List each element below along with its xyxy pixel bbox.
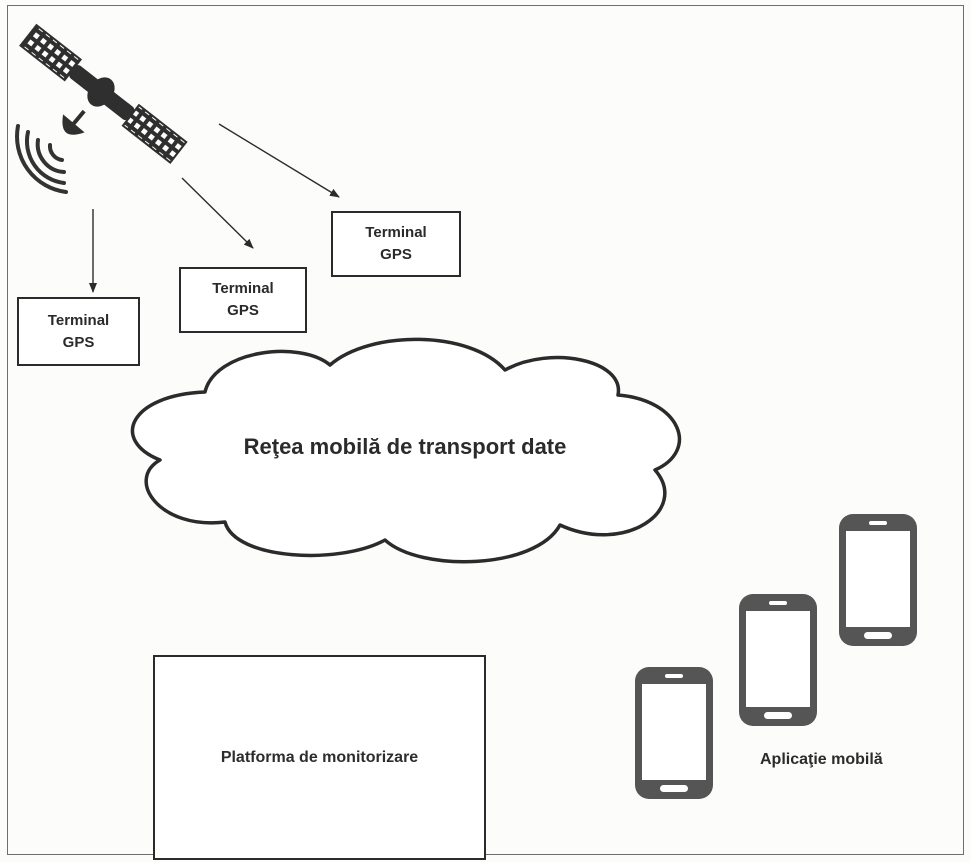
terminal-label: GPS [380, 246, 412, 263]
monitoring-platform-box: Platforma de monitorizare [153, 655, 486, 860]
terminal-label: Terminal [365, 224, 427, 241]
cloud-label: Reţea mobilă de transport date [243, 434, 567, 459]
terminal-label: GPS [227, 302, 259, 319]
terminal-gps-box-2: Terminal GPS [179, 267, 307, 333]
terminal-gps-box-3: Terminal GPS [331, 211, 461, 277]
terminal-label: Terminal [47, 311, 110, 329]
terminal-gps-box-1: Terminal GPS [17, 297, 140, 366]
platform-label: Platforma de monitorizare [220, 748, 419, 766]
smartphone-icon [635, 667, 713, 799]
terminal-label: GPS [62, 333, 95, 351]
arrow-to-terminal-2 [181, 177, 254, 249]
signal-waves-icon [15, 124, 68, 194]
arrow-to-terminal-3 [218, 123, 340, 198]
smartphone-icon [739, 594, 817, 726]
cloud-shape [130, 337, 682, 564]
terminal-label: Terminal [212, 280, 274, 297]
mobile-app-label: Aplicaţie mobilă [760, 751, 883, 768]
smartphone-icon [839, 514, 917, 646]
satellite-icon [19, 23, 188, 164]
